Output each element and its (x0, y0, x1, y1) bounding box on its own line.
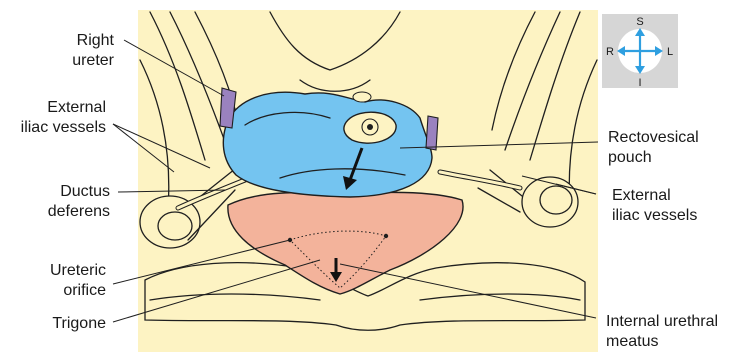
compass-right: R (606, 46, 614, 58)
label-rectovesical-pouch: Rectovesical pouch (608, 129, 699, 166)
svg-text:meatus: meatus (606, 333, 658, 350)
orientation-compass: S I R L (602, 14, 678, 89)
compass-left: L (667, 46, 673, 58)
svg-text:orifice: orifice (63, 282, 106, 299)
rectum (344, 112, 396, 143)
rectovesical-pouch (223, 92, 432, 197)
svg-text:Internal urethral: Internal urethral (606, 313, 718, 330)
label-external-iliac-vessels-left: External iliac vessels (21, 99, 106, 136)
svg-text:External: External (612, 187, 671, 204)
svg-text:ureter: ureter (72, 52, 114, 69)
compass-superior: S (636, 16, 643, 28)
label-external-iliac-vessels-right: External iliac vessels (612, 187, 697, 224)
label-trigone: Trigone (52, 315, 106, 332)
left-ureteric-orifice (384, 234, 388, 238)
svg-text:Ureteric: Ureteric (50, 262, 106, 279)
svg-text:External: External (47, 99, 106, 116)
compass-inferior: I (638, 77, 641, 89)
label-right-ureter: Right ureter (72, 32, 114, 69)
left-ureter (426, 116, 438, 150)
label-ductus-deferens: Ductus deferens (48, 183, 110, 220)
label-internal-urethral-meatus: Internal urethral meatus (606, 313, 718, 350)
svg-text:iliac vessels: iliac vessels (21, 119, 106, 136)
svg-text:Rectovesical: Rectovesical (608, 129, 699, 146)
svg-text:iliac vessels: iliac vessels (612, 207, 697, 224)
svg-text:pouch: pouch (608, 149, 652, 166)
svg-text:Ductus: Ductus (60, 183, 110, 200)
svg-text:deferens: deferens (48, 203, 110, 220)
small-vessel (353, 92, 371, 102)
svg-text:Right: Right (77, 32, 115, 49)
label-ureteric-orifice: Ureteric orifice (50, 262, 106, 299)
